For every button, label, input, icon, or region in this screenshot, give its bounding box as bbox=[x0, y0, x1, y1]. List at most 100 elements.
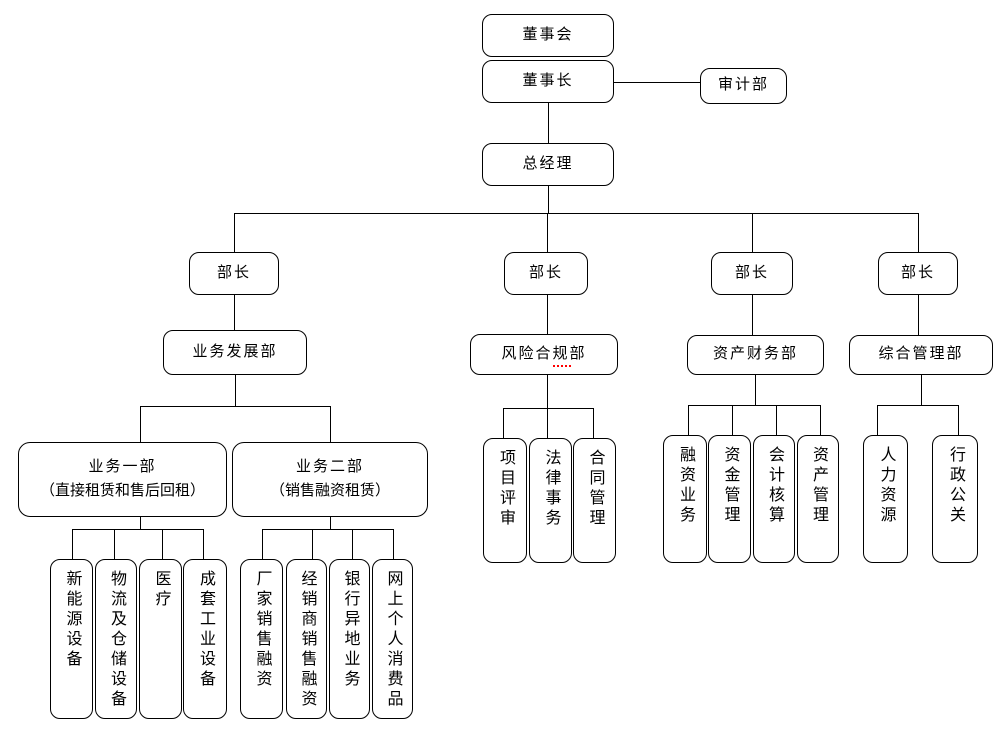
connector-line bbox=[203, 529, 204, 559]
org-node-label: 银行异地业务 bbox=[341, 570, 359, 690]
connector-line bbox=[755, 375, 756, 405]
connector-line bbox=[548, 186, 549, 213]
org-node-risk-compliance-dept: 风险合规部 bbox=[470, 334, 618, 375]
connector-line bbox=[503, 408, 593, 409]
org-node-label: 网上个人消费品 bbox=[384, 570, 402, 710]
connector-line bbox=[688, 405, 689, 435]
connector-line bbox=[918, 213, 919, 252]
org-node-minister-4: 部长 bbox=[878, 252, 958, 295]
connector-line bbox=[752, 213, 753, 252]
org-node-label: 部长 bbox=[734, 264, 769, 281]
org-node-minister-1: 部长 bbox=[189, 252, 279, 295]
connector-line bbox=[503, 408, 504, 438]
org-node-general-manager: 总经理 bbox=[482, 143, 614, 186]
connector-line bbox=[162, 529, 163, 559]
org-node-contract-management: 合同管理 bbox=[573, 438, 616, 563]
connector-line bbox=[330, 406, 331, 442]
org-node-asset-finance-dept: 资产财务部 bbox=[687, 335, 824, 375]
org-node-label: 部长 bbox=[900, 264, 935, 281]
connector-line bbox=[877, 405, 878, 435]
connector-line bbox=[547, 408, 548, 438]
connector-line bbox=[140, 517, 141, 529]
connector-line bbox=[72, 529, 73, 559]
org-node-accounting: 会计核算 bbox=[753, 435, 795, 563]
org-node-label: 合同管理 bbox=[586, 449, 604, 529]
org-node-manufacturer-sales-financing: 厂家销售融资 bbox=[240, 559, 283, 719]
org-node-new-energy-equipment: 新能源设备 bbox=[50, 559, 93, 719]
connector-line bbox=[820, 405, 821, 435]
connector-line bbox=[234, 213, 235, 252]
org-node-asset-management: 资产管理 bbox=[797, 435, 839, 563]
org-node-business-dept-2: 业务二部 （销售融资租赁） bbox=[232, 442, 428, 517]
connector-line bbox=[330, 517, 331, 529]
org-node-human-resources: 人力资源 bbox=[863, 435, 908, 563]
connector-line bbox=[235, 375, 236, 406]
org-node-label: 厂家销售融资 bbox=[253, 570, 271, 690]
org-node-financing-business: 融资业务 bbox=[663, 435, 707, 563]
connector-line bbox=[548, 103, 549, 143]
org-node-label: 项目评审 bbox=[497, 449, 514, 529]
org-node-audit-dept: 审计部 bbox=[700, 68, 787, 104]
org-node-business-dept-1: 业务一部 （直接租赁和售后回租） bbox=[18, 442, 227, 517]
connector-line bbox=[752, 295, 753, 335]
connector-line bbox=[732, 405, 733, 435]
org-node-label: 总经理 bbox=[522, 155, 574, 172]
spellcheck-underline bbox=[553, 365, 571, 367]
connector-line bbox=[688, 405, 820, 406]
org-node-complete-industrial-equipment: 成套工业设备 bbox=[183, 559, 227, 719]
connector-line bbox=[140, 406, 330, 407]
connector-line bbox=[312, 529, 313, 559]
org-node-label: 审计部 bbox=[717, 77, 769, 94]
connector-line bbox=[234, 213, 918, 214]
connector-line bbox=[921, 375, 922, 405]
org-node-project-review: 项目评审 bbox=[483, 438, 527, 563]
org-node-legal-affairs: 法律事务 bbox=[529, 438, 572, 563]
org-node-fund-management: 资金管理 bbox=[708, 435, 751, 563]
org-node-label: 风险合规部 bbox=[501, 345, 587, 362]
org-node-label: 会计核算 bbox=[766, 446, 783, 526]
connector-line bbox=[262, 529, 263, 559]
connector-line bbox=[776, 405, 777, 435]
org-node-label: 业务一部 bbox=[88, 458, 157, 475]
org-node-general-admin-dept: 综合管理部 bbox=[849, 335, 993, 375]
org-node-dealer-sales-financing: 经销商销售融资 bbox=[286, 559, 327, 719]
org-node-label: 成套工业设备 bbox=[197, 570, 214, 690]
org-node-label: 物流及仓储设备 bbox=[108, 570, 125, 710]
org-node-minister-3: 部长 bbox=[711, 252, 793, 295]
org-node-chairman: 董事长 bbox=[482, 60, 614, 103]
connector-line bbox=[140, 406, 141, 442]
org-node-label: 部长 bbox=[216, 264, 251, 281]
org-node-business-development-dept: 业务发展部 bbox=[163, 330, 307, 375]
connector-line bbox=[393, 529, 394, 559]
connector-line bbox=[234, 295, 235, 330]
org-node-label: 部长 bbox=[528, 264, 563, 281]
connector-line bbox=[593, 408, 594, 438]
connector-line bbox=[614, 82, 700, 83]
org-node-label: 法律事务 bbox=[542, 449, 560, 529]
org-node-label: 资金管理 bbox=[721, 446, 739, 526]
connector-line bbox=[547, 375, 548, 408]
connector-line bbox=[918, 295, 919, 335]
connector-line bbox=[262, 529, 393, 530]
org-node-bank-offsite-business: 银行异地业务 bbox=[329, 559, 370, 719]
org-node-label: 人力资源 bbox=[877, 446, 895, 526]
connector-line bbox=[547, 295, 548, 334]
org-node-label: 综合管理部 bbox=[878, 346, 964, 363]
org-node-logistics-warehouse-equipment: 物流及仓储设备 bbox=[95, 559, 137, 719]
connector-line bbox=[877, 405, 958, 406]
org-node-label: 医疗 bbox=[152, 570, 170, 610]
org-node-minister-2: 部长 bbox=[504, 252, 588, 295]
org-node-label: 行政公关 bbox=[947, 446, 964, 526]
org-node-label: 业务二部 bbox=[295, 458, 364, 475]
org-node-label: 董事长 bbox=[522, 72, 574, 89]
org-node-sublabel: （销售融资租赁） bbox=[269, 483, 390, 499]
connector-line bbox=[114, 529, 115, 559]
org-node-label: 董事会 bbox=[522, 26, 574, 43]
connector-line bbox=[958, 405, 959, 435]
connector-line bbox=[547, 213, 548, 252]
org-node-sublabel: （直接租赁和售后回租） bbox=[39, 483, 205, 499]
connector-line bbox=[352, 529, 353, 559]
org-node-online-personal-consumer-goods: 网上个人消费品 bbox=[372, 559, 413, 719]
org-node-label: 业务发展部 bbox=[192, 343, 278, 360]
